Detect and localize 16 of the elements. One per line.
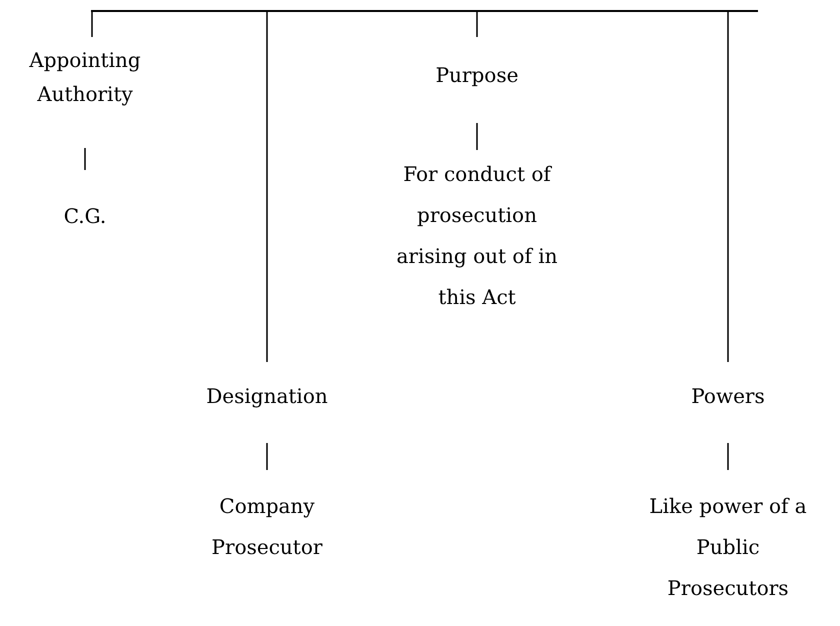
text-label: C.G. (35, 170, 135, 240)
connector-line (727, 12, 729, 362)
text-label: Powers (668, 362, 788, 443)
text-label: Company Prosecutor (192, 470, 342, 570)
connector-line (84, 148, 86, 170)
connector-line (266, 443, 268, 470)
text-label: For conduct of prosecution arising out of in this Act (382, 150, 572, 322)
text-label: Designation (182, 362, 352, 443)
text-label: Like power of a Public Prosecutors (644, 470, 812, 610)
text-label: Purpose (402, 37, 552, 123)
connector-line (476, 123, 478, 150)
text-label: Appointing Authority (0, 37, 170, 148)
connector-line (266, 12, 268, 362)
connector-line (91, 12, 93, 37)
connector-line (476, 12, 478, 37)
connector-line (727, 443, 729, 470)
